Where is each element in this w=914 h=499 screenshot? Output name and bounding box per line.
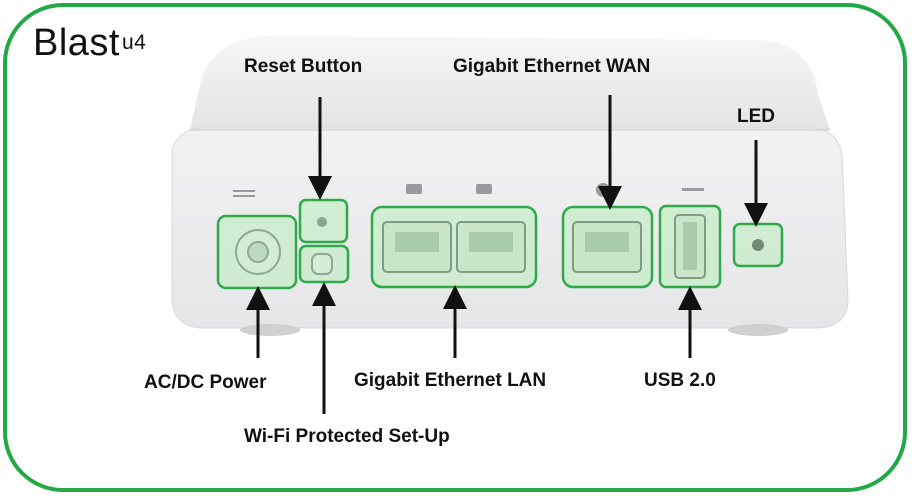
wps-button-port (298, 244, 350, 284)
label-led: LED (737, 106, 775, 127)
brand-name: Blast (33, 22, 120, 64)
reset-button-port (298, 198, 349, 244)
label-wps: Wi-Fi Protected Set-Up (244, 426, 450, 447)
label-gigabit-lan: Gigabit Ethernet LAN (354, 370, 547, 391)
label-usb: USB 2.0 (644, 370, 716, 391)
brand-title: Blastu4 (33, 22, 146, 65)
power-port (216, 214, 298, 290)
wan-port (561, 205, 654, 289)
lan-ports (370, 205, 538, 289)
label-reset-button: Reset Button (244, 56, 363, 77)
router-body (171, 36, 849, 336)
label-gigabit-wan: Gigabit Ethernet WAN (453, 56, 651, 77)
diagram-frame (3, 3, 907, 492)
usb-port (658, 204, 722, 289)
label-ac-dc-power: AC/DC Power (144, 372, 267, 393)
callout-arrows (246, 95, 768, 414)
led-indicator (732, 222, 784, 268)
brand-superscript: u4 (121, 31, 147, 54)
